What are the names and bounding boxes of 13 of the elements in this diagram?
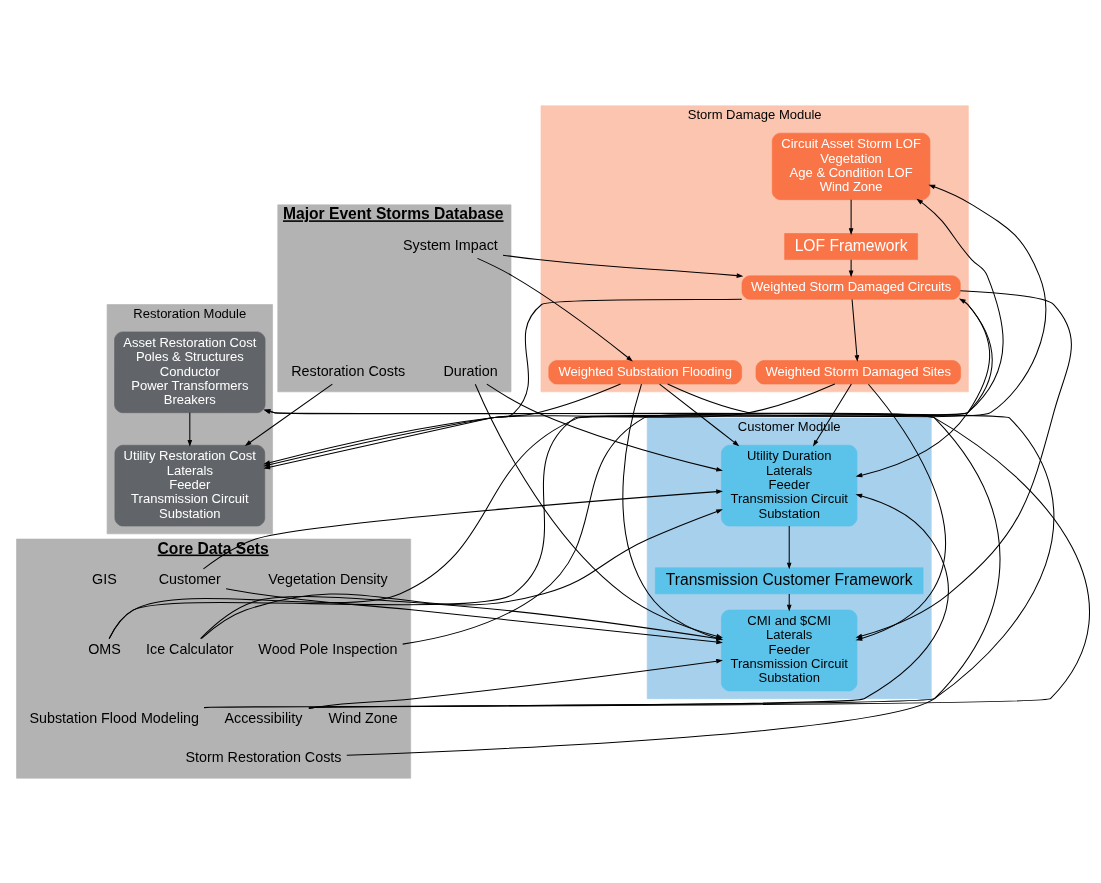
node-text: Substation Flood Modeling [29, 709, 200, 726]
node-text: Accessibility [224, 709, 303, 726]
node-text: Customer [158, 570, 221, 587]
node-text: Storm Restoration Costs [185, 748, 342, 765]
node-text: Restoration Costs [291, 362, 406, 379]
node-text: Ice Calculator [146, 640, 234, 657]
node-text: Wind Zone [328, 709, 398, 726]
node-text: Duration [443, 362, 498, 379]
node-text: GIS [92, 570, 117, 587]
node-text: Vegetation Density [268, 570, 388, 587]
node-text: System Impact [403, 236, 498, 253]
node-text: OMS [88, 640, 121, 657]
node-text: Wood Pole Inspection [258, 640, 398, 657]
